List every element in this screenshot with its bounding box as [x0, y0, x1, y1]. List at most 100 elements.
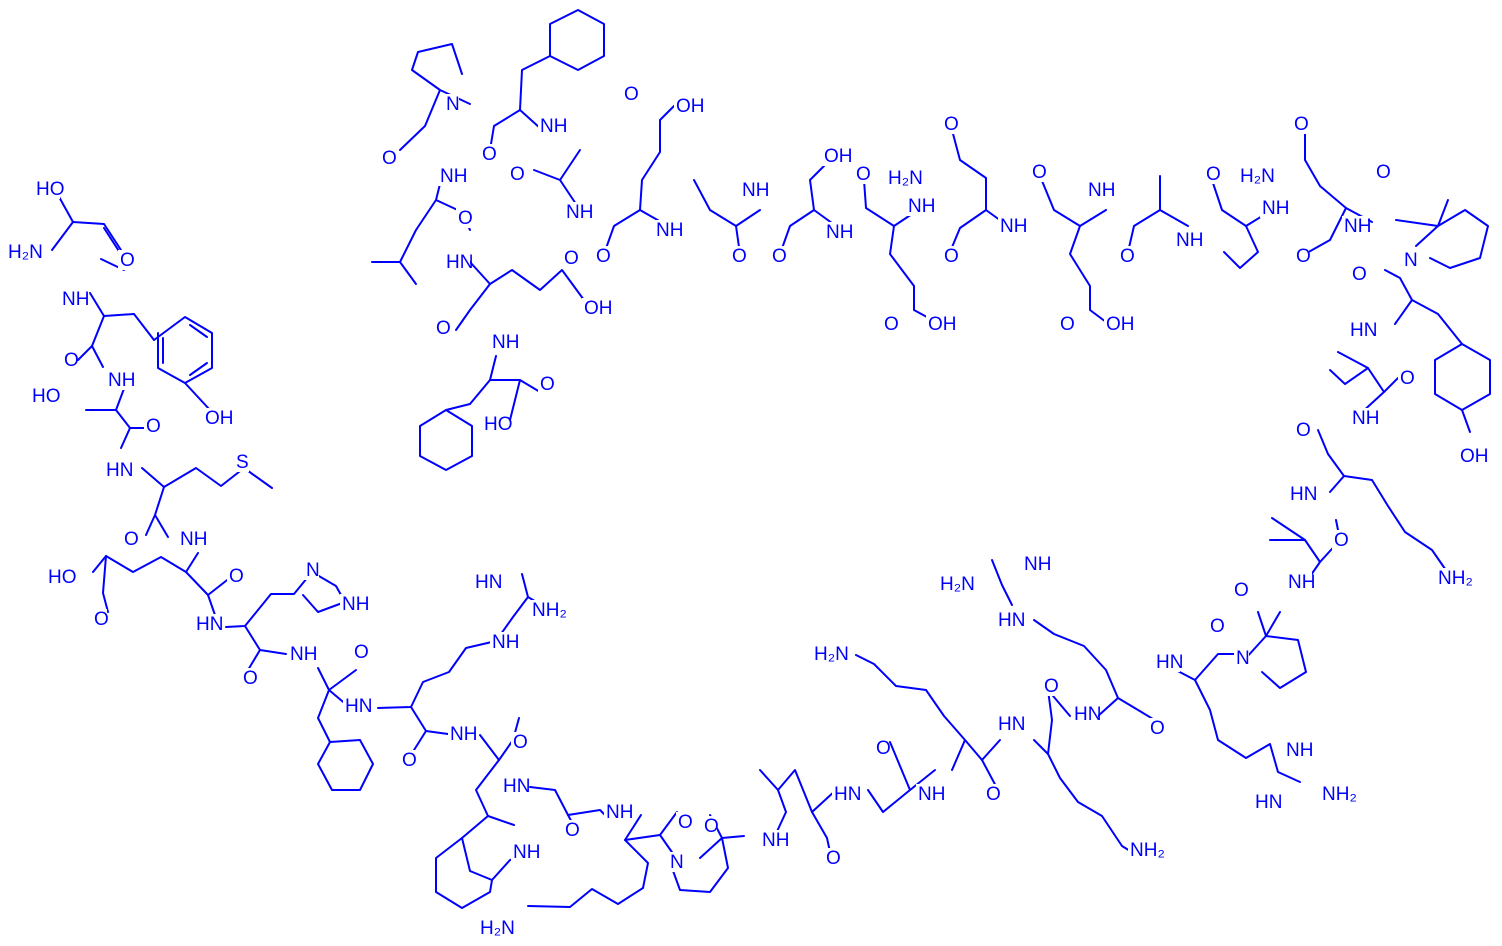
- atom-label-hooc-glu5: HO: [48, 567, 77, 588]
- atom-label-nh-tyr2: NH: [62, 289, 89, 310]
- atom-label-bg: [380, 148, 395, 168]
- atom-label-bg: [998, 216, 1024, 236]
- atom-label-bg: [122, 529, 137, 549]
- atom-label-bg: [227, 566, 242, 586]
- atom-label-hn-arg17-side: HN: [998, 610, 1025, 631]
- atom-label-bg: [1286, 572, 1312, 592]
- atom-label-bg: [1402, 250, 1417, 270]
- atom-label-bg: [1174, 230, 1200, 250]
- atom-label-nh-val26: NH: [1262, 198, 1289, 219]
- atom-label-o-glu28: O: [1032, 162, 1047, 183]
- atom-label-nh-trp9: NH: [450, 724, 477, 745]
- atom-label-bg: [46, 567, 72, 587]
- atom-label-bg: [434, 318, 449, 338]
- atom-label-hn-arg8-guan: HN: [475, 572, 502, 593]
- atom-label-bg: [594, 246, 609, 266]
- atom-label-oh-glu33: OH: [676, 96, 705, 117]
- atom-label-bg: [1292, 114, 1307, 134]
- atom-label-ho-ser3: HO: [32, 386, 61, 407]
- atom-label-bg: [490, 632, 516, 652]
- atom-label-bg: [760, 830, 786, 850]
- atom-label-bg: [564, 202, 590, 222]
- atom-label-n-pro24: N: [1404, 250, 1418, 271]
- atom-label-o-glu28-acid: O: [1060, 314, 1075, 335]
- atom-label-h2n-asn25: H₂N: [1240, 166, 1275, 187]
- atom-label-bg: [1332, 530, 1347, 550]
- atom-label-bg: [538, 116, 564, 136]
- atom-label-s-met4: S: [236, 452, 249, 473]
- atom-label-o-ala32: O: [732, 246, 747, 267]
- atom-label-o-lys15: O: [986, 784, 1001, 805]
- atom-label-nh-arg18-side: NH: [1286, 740, 1313, 761]
- atom-label-nh2-arg8-guan: NH₂: [532, 600, 567, 621]
- atom-label-bg: [740, 180, 766, 200]
- atom-label-o-ser1: O: [120, 250, 135, 271]
- atom-label-bg: [1294, 420, 1309, 440]
- atom-label-o-lys11: O: [678, 812, 693, 833]
- atom-label-bg: [104, 460, 130, 480]
- atom-label-bg: [1436, 568, 1473, 588]
- atom-label-bg: [1204, 164, 1219, 184]
- atom-label-bg: [178, 529, 204, 549]
- atom-label-bg: [480, 144, 495, 164]
- atom-label-bg: [582, 298, 608, 318]
- atom-label-bg: [942, 114, 957, 134]
- atom-label-hn-glu38: HN: [446, 252, 473, 273]
- atom-label-bg: [824, 848, 839, 868]
- atom-label-hn-arg8: HN: [345, 696, 372, 717]
- atom-label-bg: [1348, 320, 1374, 340]
- atom-label-nh-arg8-side: NH: [492, 632, 519, 653]
- atom-label-nh2-arg18-guan: NH₂: [1322, 784, 1357, 805]
- atom-label-bg: [478, 918, 515, 938]
- bond-layer: [51, 9, 1491, 909]
- atom-label-nh-leu37: NH: [440, 166, 467, 187]
- atom-label-o-tyr23: O: [1352, 264, 1367, 285]
- atom-label-bg: [241, 668, 256, 688]
- atom-label-nh-val20: NH: [1288, 572, 1315, 593]
- atom-label-nh-his6-ring: NH: [342, 594, 369, 615]
- atom-label-bg: [832, 784, 858, 804]
- atom-label-o-met4: O: [124, 529, 139, 550]
- atom-label-bg: [1148, 718, 1163, 738]
- atom-label-bg: [30, 386, 56, 406]
- atom-label-bg: [674, 96, 700, 116]
- atom-label-bg: [1058, 314, 1073, 334]
- atom-label-nh-phe39: NH: [492, 332, 519, 353]
- atom-label-bg: [622, 84, 637, 104]
- atom-label-bg: [938, 574, 975, 594]
- atom-label-nh-val13: NH: [762, 830, 789, 851]
- atom-label-bg: [144, 416, 159, 436]
- atom-label-bg: [508, 164, 523, 184]
- atom-label-bg: [456, 208, 471, 228]
- atom-label-hn-gly10: HN: [503, 776, 530, 797]
- atom-label-hn-arg17: HN: [1074, 704, 1101, 725]
- atom-label-bg: [822, 146, 848, 166]
- atom-label-bg: [1022, 554, 1048, 574]
- atom-label-hn-arg18-guan: HN: [1255, 792, 1282, 813]
- atom-label-bg: [1294, 246, 1309, 266]
- atom-label-oh-glu30: OH: [928, 314, 957, 335]
- atom-label-nh-glu5: NH: [180, 529, 207, 550]
- atom-label-bg: [562, 248, 577, 268]
- atom-label-bg: [1398, 368, 1413, 388]
- atom-label-bg: [604, 802, 630, 822]
- atom-label-bg: [194, 614, 220, 634]
- atom-label-bg: [400, 750, 415, 770]
- atom-label-bg: [234, 452, 249, 472]
- atom-label-nh2-lys16: NH₂: [1130, 840, 1165, 861]
- atom-label-nh-lys11: NH: [606, 802, 633, 823]
- atom-label-nh-ala32: NH: [742, 180, 769, 201]
- atom-label-hn-tyr23: HN: [1350, 320, 1377, 341]
- atom-label-bg: [490, 332, 516, 352]
- atom-label-bg: [444, 252, 470, 272]
- atom-label-bg: [886, 168, 923, 188]
- atom-label-bg: [824, 222, 850, 242]
- atom-label-o-asn25: O: [1296, 246, 1311, 267]
- atom-label-oh-ser31: OH: [824, 146, 853, 167]
- atom-label-o-trp9: O: [513, 732, 528, 753]
- atom-label-bg: [92, 609, 107, 629]
- atom-label-o-arg8: O: [402, 750, 417, 771]
- atom-label-o-ala27: O: [1120, 246, 1135, 267]
- atom-label-nh-glu33: NH: [656, 220, 683, 241]
